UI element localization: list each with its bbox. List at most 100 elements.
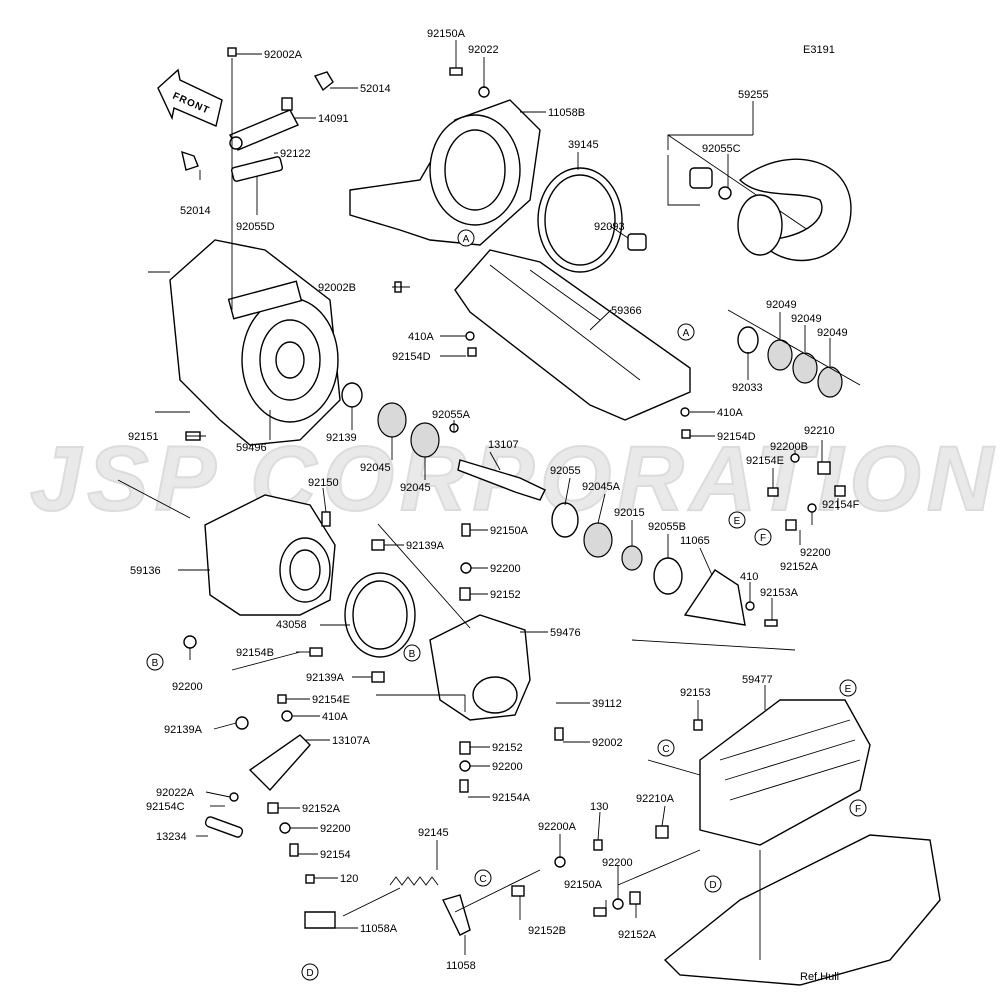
part-label: 52014	[180, 205, 211, 217]
impeller-shape	[667, 134, 852, 262]
part-label: 410	[740, 571, 758, 583]
part-label: 92055D	[236, 221, 275, 233]
pump-cap-shape	[683, 569, 746, 626]
part-label: 11065	[680, 535, 710, 547]
part-label: 59496	[236, 442, 267, 454]
gasket-shape	[230, 156, 284, 182]
part-label: 92145	[418, 827, 449, 839]
svg-text:C: C	[479, 874, 486, 885]
svg-text:C: C	[662, 744, 669, 755]
pump-case-shape	[169, 239, 341, 446]
part-label: 92033	[732, 382, 763, 394]
hose-fitting-shape	[181, 71, 334, 171]
part-label: 92002B	[318, 282, 356, 294]
part-label: 92154	[320, 849, 351, 861]
svg-text:B: B	[409, 649, 416, 660]
part-label: 11058A	[360, 923, 398, 935]
ref-hull-label: Ref.Hull	[800, 971, 839, 983]
part-label: 92200	[490, 563, 521, 575]
callout-d-1: D	[704, 875, 722, 893]
reverse-lever-shape	[248, 734, 311, 792]
part-label: 59255	[738, 89, 769, 101]
svg-text:D: D	[306, 968, 313, 979]
part-label: 92049	[766, 299, 797, 311]
part-label: 92154E	[746, 455, 784, 467]
reverse-bucket-shape	[429, 614, 531, 721]
part-label: 410A	[322, 711, 348, 723]
callout-e-2: E	[839, 679, 857, 697]
part-label: 92150A	[490, 525, 529, 537]
part-label: 52014	[360, 83, 391, 95]
callout-f-1: F	[754, 528, 772, 546]
part-label: 92151	[128, 431, 159, 443]
part-label: 92045	[400, 482, 431, 494]
sensor-assembly-shape	[229, 97, 299, 151]
part-label: 92152	[492, 742, 523, 754]
steering-ring-shape	[344, 572, 416, 658]
svg-text:E: E	[845, 684, 852, 695]
part-label: 92049	[791, 313, 822, 325]
part-label: 92154D	[392, 351, 431, 363]
callout-b-2: B	[403, 644, 421, 662]
part-label: 410A	[408, 331, 434, 343]
callout-a-2: A	[677, 323, 695, 341]
part-label: 92152A	[780, 561, 819, 573]
part-label: 92139A	[164, 724, 203, 736]
part-label: 92055A	[432, 409, 471, 421]
part-label: 410A	[717, 407, 743, 419]
bracket-a-shape	[304, 911, 336, 929]
ride-plate-shape	[454, 249, 691, 421]
intake-housing-shape	[349, 99, 541, 246]
part-label: 92045A	[582, 481, 621, 493]
svg-text:A: A	[683, 328, 690, 339]
part-label: 13107A	[332, 735, 371, 747]
part-label: 92045	[360, 462, 391, 474]
part-label: 59476	[550, 627, 581, 639]
callout-f-2: F	[849, 799, 867, 817]
hull-reference-shape	[663, 834, 941, 986]
front-arrow-icon: FRONT	[157, 68, 223, 127]
part-label: 92154D	[717, 431, 756, 443]
callout-a-1: A	[457, 229, 475, 247]
part-label: 92200	[492, 761, 523, 773]
part-label: 92150A	[427, 28, 466, 40]
part-label: 92139A	[406, 540, 445, 552]
part-label: 92002	[592, 737, 623, 749]
joint-shape	[204, 816, 244, 838]
part-label: 92055B	[648, 521, 686, 533]
part-label: 92139A	[306, 672, 345, 684]
bearing-shapes	[341, 382, 440, 458]
part-label: 92154B	[236, 647, 274, 659]
svg-text:F: F	[855, 804, 861, 815]
part-label: 92152A	[302, 803, 341, 815]
part-label: 92139	[326, 432, 357, 444]
part-label: 92200	[320, 823, 351, 835]
part-label: 13107	[488, 439, 519, 451]
part-label: 92154C	[146, 801, 185, 813]
part-label: 92152A	[618, 929, 657, 941]
part-label: 59136	[130, 565, 161, 577]
part-label: 120	[340, 873, 358, 885]
part-label: 130	[590, 801, 608, 813]
part-label: 92200	[172, 681, 203, 693]
part-label: 92015	[614, 507, 645, 519]
bracket-shape	[442, 894, 471, 936]
part-label: 92152	[490, 589, 521, 601]
pump-cap-bearing-shapes	[551, 502, 683, 595]
part-label: 92055	[550, 465, 581, 477]
part-label: 92152B	[528, 925, 566, 937]
part-label: 92154E	[312, 694, 350, 706]
part-label: 92154F	[822, 499, 860, 511]
part-label: 92200B	[770, 441, 808, 453]
svg-text:F: F	[760, 533, 766, 544]
spring-shape	[389, 876, 439, 886]
svg-text:E: E	[734, 516, 741, 527]
nozzle-shape	[204, 494, 336, 616]
bushing-shape	[627, 233, 647, 251]
part-label: 92150	[308, 477, 339, 489]
part-label: 92200	[602, 857, 633, 869]
part-label: 43058	[276, 619, 307, 631]
part-label: 92022	[468, 44, 499, 56]
wear-ring-shape	[537, 167, 623, 273]
